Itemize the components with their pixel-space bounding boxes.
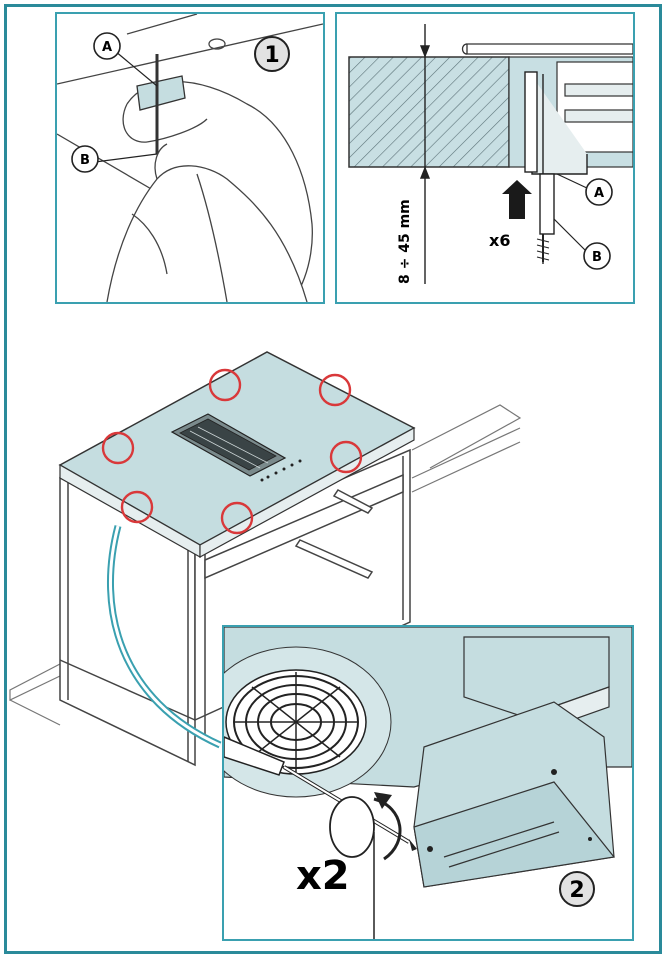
bracket-hand-illustration: A B 1 bbox=[57, 14, 323, 302]
marker-6 bbox=[220, 501, 254, 535]
section-illustration: 8 ÷ 45 mm x6 A B bbox=[348, 24, 633, 284]
panel-worktop-section: 8 ÷ 45 mm x6 A B bbox=[335, 12, 635, 304]
panel-step-2: x2 2 bbox=[222, 625, 634, 941]
label-b: B bbox=[592, 250, 602, 265]
marker-1 bbox=[208, 368, 242, 402]
marker-3 bbox=[101, 431, 135, 465]
label-a: A bbox=[102, 40, 112, 55]
label-b-callout: B bbox=[553, 218, 611, 270]
underside-illustration: x2 2 bbox=[224, 627, 632, 939]
fan-grille bbox=[224, 646, 392, 798]
marker-5 bbox=[120, 490, 154, 524]
step-2-badge: 2 bbox=[559, 871, 595, 907]
outer-frame bbox=[4, 4, 662, 954]
step-number: 1 bbox=[264, 43, 279, 68]
step-1-badge: 1 bbox=[254, 36, 290, 72]
dimension-line bbox=[419, 24, 431, 284]
panel-step-1: A B 1 bbox=[55, 12, 325, 304]
marker-4 bbox=[329, 440, 363, 474]
multiplier-x2: x2 bbox=[296, 853, 350, 899]
rotation-detail bbox=[329, 792, 402, 939]
dimension-label: 8 ÷ 45 mm bbox=[397, 199, 413, 284]
step-number: 2 bbox=[569, 878, 584, 903]
label-a-callout: A bbox=[93, 32, 158, 87]
marker-2 bbox=[318, 373, 352, 407]
push-up-arrow bbox=[502, 180, 532, 219]
fixing-point-markers bbox=[101, 368, 363, 535]
label-a: A bbox=[594, 186, 604, 201]
multiplier-x6: x6 bbox=[489, 231, 510, 250]
label-b-callout: B bbox=[71, 145, 158, 173]
label-a-callout: A bbox=[556, 173, 613, 206]
counter-background bbox=[9, 404, 522, 726]
label-b: B bbox=[80, 153, 90, 168]
